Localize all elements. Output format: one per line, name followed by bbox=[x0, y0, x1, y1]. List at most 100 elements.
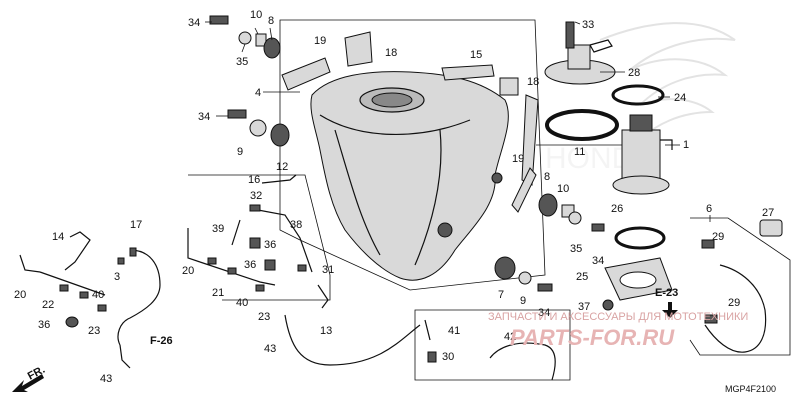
callout-34-bottom: 34 bbox=[538, 307, 550, 319]
grommet-7 bbox=[494, 256, 516, 280]
bolt-34b bbox=[227, 109, 247, 119]
pad-18-right bbox=[521, 94, 539, 186]
callout-41: 41 bbox=[448, 325, 460, 337]
callout-34: 34 bbox=[188, 17, 200, 29]
callout-43-left: 43 bbox=[100, 373, 112, 385]
pad-18-top bbox=[344, 31, 373, 67]
fuel-tank bbox=[310, 71, 509, 281]
callout-18-right: 18 bbox=[527, 76, 539, 88]
left-mounting-hardware bbox=[209, 15, 290, 147]
right-hose-outline bbox=[689, 217, 791, 356]
callout-1: 1 bbox=[683, 139, 689, 151]
callout-14: 14 bbox=[52, 231, 64, 243]
diagram-code: MGP4F2100 bbox=[725, 384, 776, 394]
callout-19: 19 bbox=[314, 35, 326, 47]
ref-e-23: E-23 bbox=[655, 287, 678, 299]
callout-30: 30 bbox=[442, 351, 454, 363]
right-mounting-hardware bbox=[494, 193, 605, 292]
callout-34-mid: 34 bbox=[198, 111, 210, 123]
callout-26: 26 bbox=[611, 203, 623, 215]
callout-4: 4 bbox=[255, 87, 261, 99]
callout-18: 18 bbox=[385, 47, 397, 59]
bottom-hose-outline bbox=[414, 309, 571, 381]
callout-35: 35 bbox=[236, 56, 248, 68]
washer-35b bbox=[568, 211, 582, 225]
callout-16: 16 bbox=[248, 174, 260, 186]
callout-27: 27 bbox=[762, 207, 774, 219]
callout-11: 11 bbox=[574, 146, 585, 158]
e-23-arrow bbox=[662, 302, 678, 318]
tank-group-outline bbox=[279, 19, 546, 291]
callout-31: 31 bbox=[322, 264, 334, 276]
pad-15 bbox=[441, 64, 495, 81]
callout-12: 12 bbox=[276, 161, 288, 173]
callout-25: 25 bbox=[576, 271, 588, 283]
callout-29-lower: 29 bbox=[728, 297, 740, 309]
bolt-34a bbox=[209, 15, 229, 25]
callout-15: 15 bbox=[470, 49, 482, 61]
fr-arrow-label: FR. bbox=[26, 364, 47, 383]
callout-42: 42 bbox=[504, 331, 516, 343]
callout-39: 39 bbox=[212, 223, 224, 235]
callout-3: 3 bbox=[114, 271, 120, 283]
callout-6: 6 bbox=[706, 203, 712, 215]
bolt-34c bbox=[591, 223, 605, 232]
callout-8: 8 bbox=[268, 15, 274, 27]
fuel-pump bbox=[612, 114, 673, 195]
grommet-8a bbox=[263, 37, 281, 59]
grommet-12 bbox=[270, 123, 290, 147]
callout-17: 17 bbox=[130, 219, 142, 231]
washer-9b bbox=[518, 271, 532, 285]
breather-hoses bbox=[19, 174, 767, 381]
ref-f-26: F-26 bbox=[150, 335, 173, 347]
callout-23: 23 bbox=[258, 311, 270, 323]
callout-40: 40 bbox=[92, 289, 104, 301]
callout-22: 22 bbox=[42, 299, 54, 311]
callout-20-left: 20 bbox=[14, 289, 26, 301]
callout-19-right: 19 bbox=[512, 153, 524, 165]
callout-13: 13 bbox=[320, 325, 332, 337]
bolt-33 bbox=[565, 21, 575, 49]
fuel-cap-assembly bbox=[544, 21, 616, 85]
callout-34-right: 34 bbox=[592, 255, 604, 267]
hose-group-outline bbox=[188, 174, 331, 301]
callout-24: 24 bbox=[674, 92, 686, 104]
callout-33: 33 bbox=[582, 19, 594, 31]
watermark-line2: PARTS-FOR.RU bbox=[510, 325, 675, 350]
washer-9a bbox=[249, 119, 267, 137]
section-references: F-26 E-23 bbox=[150, 287, 678, 347]
callout-9: 9 bbox=[237, 146, 243, 158]
callout-29: 29 bbox=[712, 231, 724, 243]
pad-19-left bbox=[281, 57, 331, 91]
callout-36-left: 36 bbox=[38, 319, 50, 331]
callout-10: 10 bbox=[250, 9, 262, 21]
callout-37: 37 bbox=[578, 301, 590, 313]
callout-32: 32 bbox=[250, 190, 262, 202]
front-direction-arrow: FR. bbox=[12, 364, 47, 392]
callout-38: 38 bbox=[290, 219, 302, 231]
pump-plate bbox=[602, 257, 673, 311]
collar-10a bbox=[255, 33, 267, 47]
callout-21: 21 bbox=[212, 287, 224, 299]
gaskets bbox=[545, 84, 666, 250]
callout-40-mid: 40 bbox=[236, 297, 248, 309]
callout-36: 36 bbox=[244, 259, 256, 271]
fuel-cap-key bbox=[589, 39, 613, 53]
callout-43: 43 bbox=[264, 343, 276, 355]
bolt-34d bbox=[537, 283, 553, 292]
callout-23-left: 23 bbox=[88, 325, 100, 337]
callout-36-mid: 36 bbox=[264, 239, 276, 251]
site-watermark: ЗАПЧАСТИ И АКСЕССУАРЫ ДЛЯ МОТОТЕХНИКИ PA… bbox=[488, 311, 748, 350]
pad-5 bbox=[499, 77, 519, 96]
hose-clamps bbox=[59, 204, 783, 363]
callout-28: 28 bbox=[628, 67, 640, 79]
tank-pads bbox=[281, 31, 539, 213]
callout-8-right: 8 bbox=[544, 171, 550, 183]
callout-9-right: 9 bbox=[520, 295, 526, 307]
callout-20: 20 bbox=[182, 265, 194, 277]
callout-7: 7 bbox=[498, 289, 504, 301]
grommet-8b bbox=[538, 193, 558, 217]
callout-10-right: 10 bbox=[557, 183, 569, 195]
leader-lines bbox=[205, 21, 711, 222]
